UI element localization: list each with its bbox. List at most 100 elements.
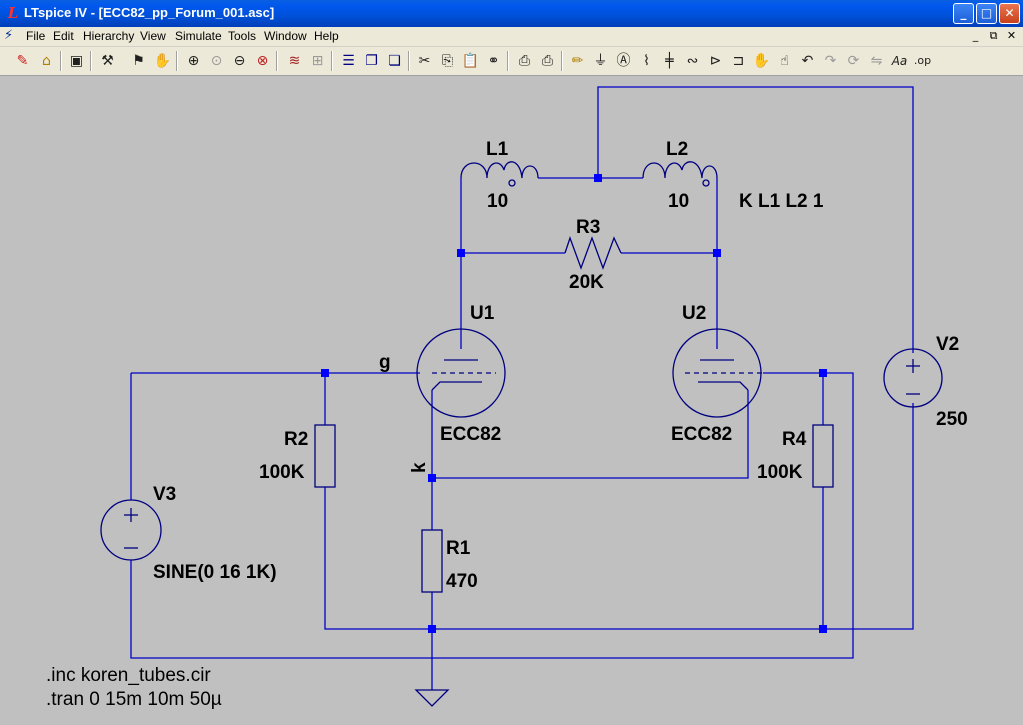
new-schematic-icon[interactable]: ✎ — [16, 53, 29, 69]
junctions — [321, 174, 827, 633]
menu-window[interactable]: Window — [264, 29, 307, 43]
inductor-l1[interactable] — [460, 161, 539, 187]
maximize-button[interactable]: □ — [976, 3, 997, 24]
ltspice-app-icon[interactable]: L — [7, 4, 19, 22]
spice-directive-inc[interactable]: .inc koren_tubes.cir — [46, 665, 211, 686]
triode-u1[interactable] — [416, 328, 506, 418]
voltage-source-v3[interactable] — [100, 499, 162, 561]
autorange-icon[interactable]: ≋ — [288, 53, 301, 69]
save-icon[interactable]: ▣ — [69, 53, 84, 69]
zoom-out-icon[interactable]: ⊖ — [233, 53, 246, 69]
label-r3-value: 20K — [569, 272, 604, 293]
label-r2-name: R2 — [284, 429, 308, 450]
resistor-r3[interactable] — [564, 236, 622, 270]
label-r4-value: 100K — [757, 462, 803, 483]
label-u1-name: U1 — [470, 303, 495, 324]
zoom-fit-icon[interactable]: ⊗ — [256, 53, 269, 69]
capacitor-icon[interactable]: ╪ — [665, 53, 674, 69]
mdi-close-button[interactable]: ✕ — [1006, 29, 1017, 42]
copy-icon[interactable]: ⎘ — [441, 53, 454, 69]
move-icon[interactable]: ✋ — [752, 53, 771, 69]
menu-hierarchy[interactable]: Hierarchy — [83, 29, 135, 43]
open-icon[interactable]: ⌂ — [42, 53, 51, 69]
label-l2-name: L2 — [666, 139, 688, 160]
triode-u2[interactable] — [672, 328, 763, 418]
minimize-button[interactable]: _ — [953, 3, 974, 24]
resistor-r2[interactable] — [314, 424, 336, 488]
cascade-icon[interactable]: ❐ — [365, 53, 378, 69]
label-r4-name: R4 — [782, 429, 807, 450]
junction-dot — [819, 625, 827, 633]
label-u2-name: U2 — [682, 303, 706, 324]
toolbar: ✎ ⌂ ▣ ⚒ ⚑ ✋ ⊕ ⊙ ⊖ ⊗ ≋ ⊞ ☰ ❐ ❏ ✂ ⎘ 📋 ⚭ ⎙ … — [0, 47, 1023, 76]
inductor-l2[interactable] — [642, 161, 718, 187]
label-v2-name: V2 — [936, 334, 959, 355]
find-icon[interactable]: ⚭ — [487, 53, 500, 69]
drag-icon[interactable]: ☝ — [780, 53, 789, 69]
tile-horizontal-icon[interactable]: ☰ — [342, 53, 355, 69]
ground-symbol[interactable] — [414, 689, 450, 707]
window-title: LTspice IV - [ECC82_pp_Forum_001.asc] — [24, 5, 275, 20]
close-button[interactable]: ✕ — [999, 3, 1020, 24]
junction-dot — [457, 249, 465, 257]
label-u2-value: ECC82 — [671, 424, 732, 445]
menu-simulate[interactable]: Simulate — [175, 29, 222, 43]
cut-icon[interactable]: ✂ — [418, 53, 431, 69]
inductor-icon[interactable]: ∾ — [686, 53, 699, 69]
spice-directive-tran[interactable]: .tran 0 15m 10m 50µ — [46, 689, 222, 710]
print-setup-icon[interactable]: ⎙ — [518, 53, 531, 69]
label-net-icon[interactable]: Ⓐ — [616, 53, 631, 69]
halt-icon[interactable]: ✋ — [153, 53, 172, 69]
redo-icon[interactable]: ↷ — [824, 53, 837, 69]
component-icon[interactable]: ⊐ — [732, 53, 745, 69]
zoom-cancel-icon[interactable]: ⊞ — [311, 53, 324, 69]
spice-directive-icon[interactable]: .op — [913, 54, 932, 67]
mdi-minimize-button[interactable]: _ — [972, 29, 979, 42]
ground-icon[interactable]: ⏚ — [593, 53, 608, 69]
print-icon[interactable]: ⎙ — [541, 53, 554, 69]
rotate-icon[interactable]: ⟳ — [847, 53, 860, 69]
mdi-restore-button[interactable]: ⧉ — [989, 29, 998, 42]
resistor-icon[interactable]: ⌇ — [643, 53, 650, 69]
label-l1-value: 10 — [487, 191, 508, 212]
resistor-r1[interactable] — [421, 529, 443, 593]
title-bar[interactable]: L LTspice IV - [ECC82_pp_Forum_001.asc] … — [0, 0, 1023, 27]
pan-icon[interactable]: ⊙ — [210, 53, 223, 69]
menu-view[interactable]: View — [140, 29, 166, 43]
undo-icon[interactable]: ↶ — [801, 53, 814, 69]
voltage-source-v2[interactable] — [883, 348, 943, 408]
run-icon[interactable]: ⚑ — [132, 53, 145, 69]
junction-dot — [819, 369, 827, 377]
junction-dot — [713, 249, 721, 257]
resistor-r4[interactable] — [812, 424, 834, 488]
draw-wire-icon[interactable]: ✏ — [571, 53, 584, 69]
menu-bar: ⚡ File Edit Hierarchy View Simulate Tool… — [0, 27, 1023, 47]
zoom-in-icon[interactable]: ⊕ — [187, 53, 200, 69]
label-v3-value: SINE(0 16 1K) — [153, 562, 277, 583]
schematic-canvas[interactable]: L1 10 L2 10 K L1 L2 1 R3 20K U1 ECC82 U2… — [0, 76, 1023, 720]
diode-icon[interactable]: ⊳ — [709, 53, 722, 69]
menu-edit[interactable]: Edit — [53, 29, 74, 43]
net-label-g[interactable]: g — [379, 352, 391, 373]
label-l1-name: L1 — [486, 139, 509, 160]
label-l2-value: 10 — [668, 191, 689, 212]
close-all-icon[interactable]: ❏ — [388, 53, 401, 69]
junction-dot — [428, 625, 436, 633]
text-icon[interactable]: Aa — [891, 54, 908, 68]
menu-file[interactable]: File — [26, 29, 46, 43]
label-r2-value: 100K — [259, 462, 305, 483]
label-r3-name: R3 — [576, 217, 600, 238]
wires — [130, 86, 914, 690]
control-panel-icon[interactable]: ⚒ — [101, 53, 114, 69]
junction-dot — [321, 369, 329, 377]
label-v2-value: 250 — [936, 409, 968, 430]
document-system-icon[interactable]: ⚡ — [4, 28, 14, 43]
mirror-icon[interactable]: ⇋ — [870, 53, 883, 69]
menu-tools[interactable]: Tools — [228, 29, 257, 43]
menu-help[interactable]: Help — [314, 29, 339, 43]
coupling-directive[interactable]: K L1 L2 1 — [739, 191, 824, 212]
label-r1-name: R1 — [446, 538, 471, 559]
paste-icon[interactable]: 📋 — [461, 53, 480, 69]
junction-dot — [594, 174, 602, 182]
net-label-k[interactable]: k — [409, 462, 430, 473]
